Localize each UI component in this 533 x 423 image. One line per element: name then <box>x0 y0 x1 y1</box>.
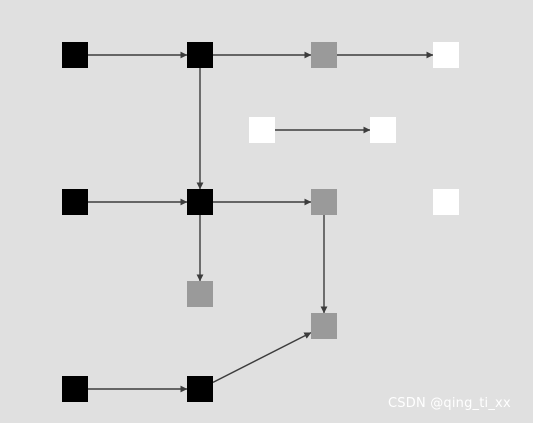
edge-r5c2-to-r4c3 <box>212 331 312 384</box>
nodes-layer <box>62 42 459 402</box>
node-r1c4 <box>433 42 459 68</box>
node-r5c2 <box>187 376 213 402</box>
watermark-text: CSDN @qing_ti_xx <box>388 396 511 411</box>
node-r5c1 <box>62 376 88 402</box>
node-r2c3 <box>370 117 396 143</box>
node-r1c3 <box>311 42 337 68</box>
node-r4c2 <box>187 281 213 307</box>
node-r3c4 <box>433 189 459 215</box>
node-r2c2 <box>249 117 275 143</box>
node-r3c1 <box>62 189 88 215</box>
node-r3c2 <box>187 189 213 215</box>
node-r3c3 <box>311 189 337 215</box>
edges-layer <box>88 51 434 393</box>
node-r4c3 <box>311 313 337 339</box>
node-r1c2 <box>187 42 213 68</box>
node-r1c1 <box>62 42 88 68</box>
